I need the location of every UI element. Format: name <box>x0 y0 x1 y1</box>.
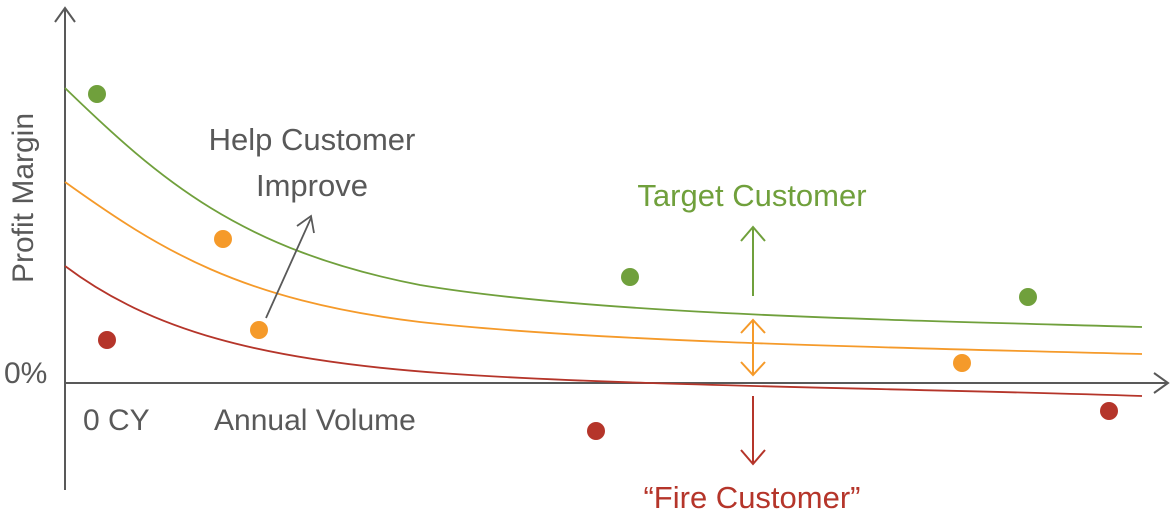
help-customer-arrow <box>265 217 312 319</box>
y-axis-arrowhead <box>54 6 76 23</box>
customer-point <box>1100 402 1118 420</box>
fire-down-arrowhead <box>740 449 766 466</box>
x-axis-label: Annual Volume <box>214 404 416 437</box>
target-curve <box>64 87 1143 328</box>
customer-point <box>621 268 639 286</box>
customer-point <box>250 321 268 339</box>
target-customer-label: Target Customer <box>637 178 866 213</box>
improve-double-arrowhead-down <box>740 361 766 377</box>
help-customer-label-line1: Help Customer <box>209 122 416 157</box>
fire-curve <box>64 265 1143 397</box>
x-axis-arrowhead <box>1153 372 1170 394</box>
fire-customer-label: “Fire Customer” <box>643 480 860 515</box>
customer-point <box>88 85 106 103</box>
origin-label: 0 CY <box>83 404 150 437</box>
customer-point <box>953 354 971 372</box>
improve-curve <box>64 181 1143 355</box>
customer-point <box>214 230 232 248</box>
customer-point <box>587 422 605 440</box>
help-customer-label-line2: Improve <box>256 168 368 203</box>
help-customer-arrowhead <box>296 214 315 234</box>
improve-double-arrowhead-up <box>740 318 766 334</box>
customer-point <box>1019 288 1037 306</box>
customer-point <box>98 331 116 349</box>
zero-percent-label: 0% <box>4 357 47 390</box>
y-axis-label: Profit Margin <box>7 113 40 283</box>
target-up-arrowhead <box>740 225 766 242</box>
